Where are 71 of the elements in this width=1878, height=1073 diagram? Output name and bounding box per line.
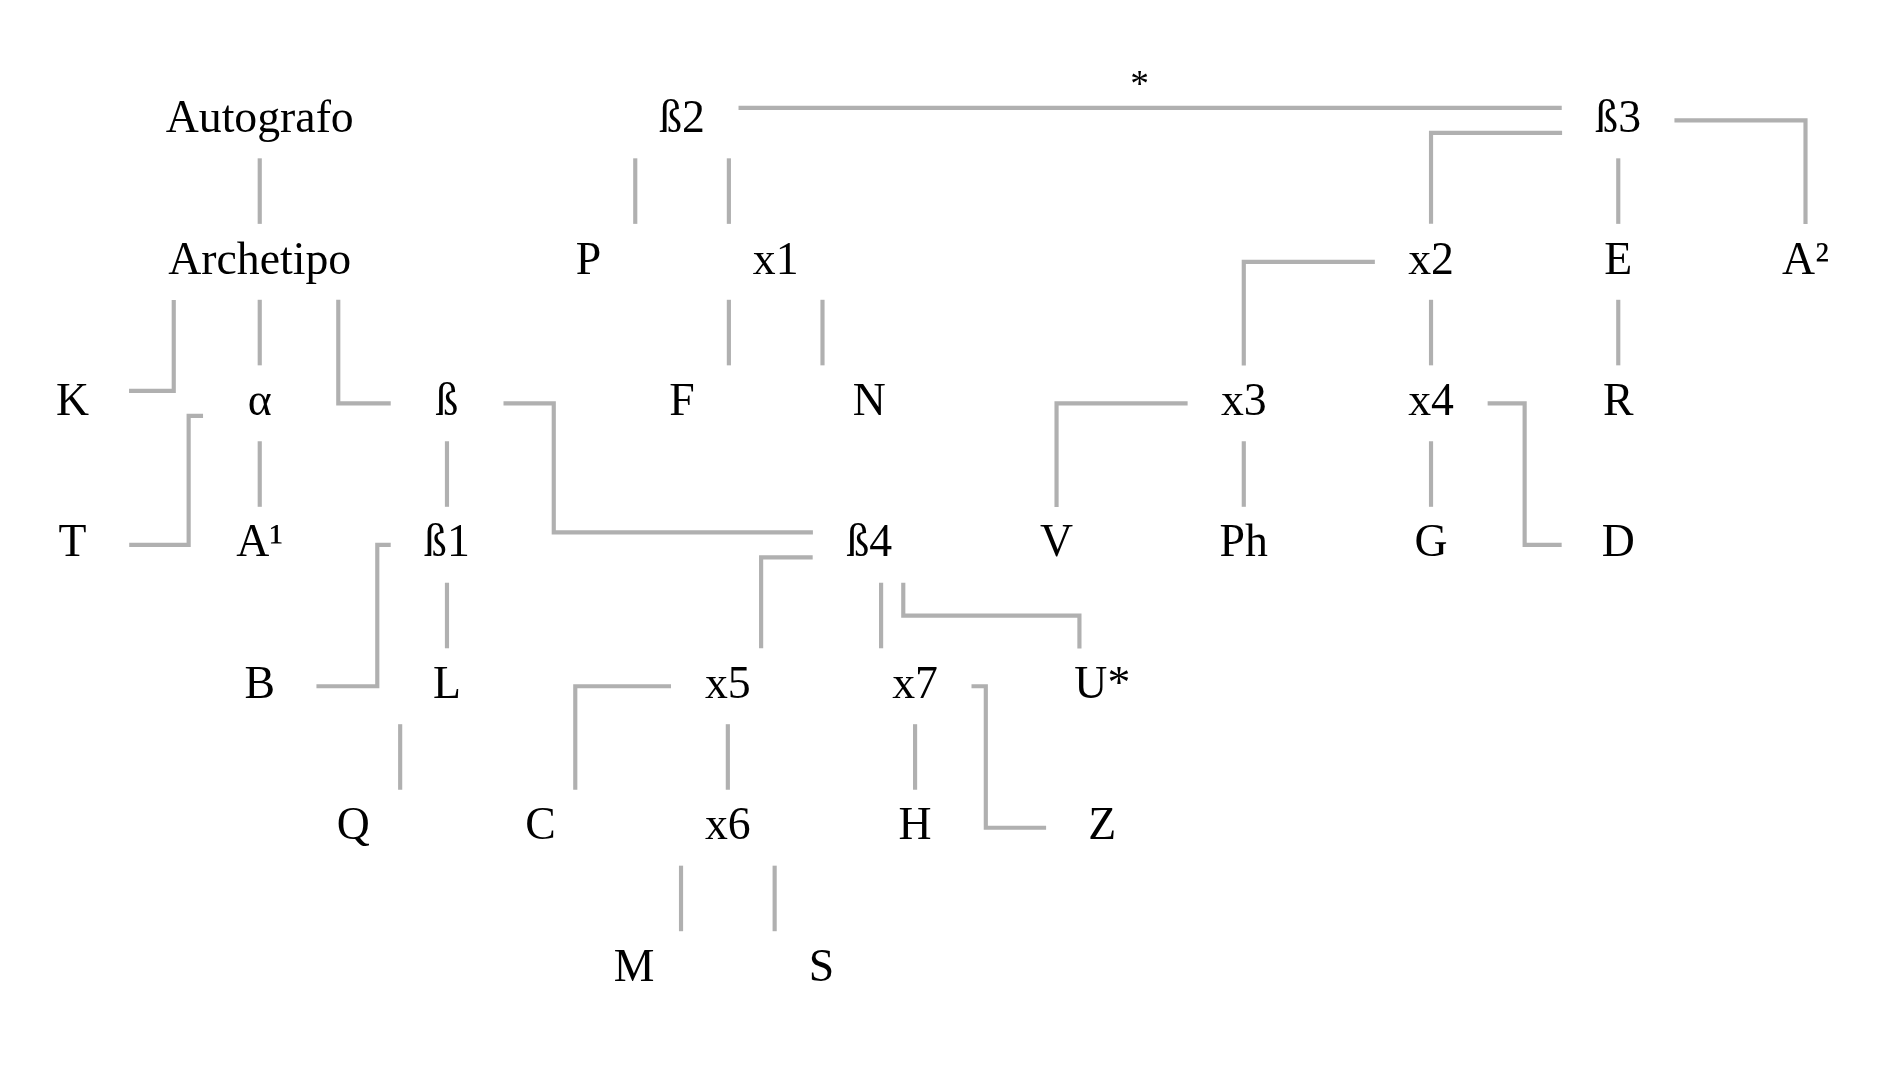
node-text: α <box>247 374 272 425</box>
node-text: C <box>525 798 556 850</box>
connector <box>336 299 391 406</box>
connector <box>759 555 813 649</box>
node-text: H <box>898 798 932 850</box>
node-text: V <box>1040 515 1074 567</box>
node-text: P <box>575 232 602 284</box>
node-text: ß3 <box>1595 91 1642 143</box>
connector <box>398 724 403 790</box>
node-text: x5 <box>704 656 751 708</box>
connector <box>879 582 884 649</box>
node-text: M <box>613 939 655 991</box>
connector <box>633 158 638 224</box>
node-text: ß4 <box>846 515 893 567</box>
node-text: Z <box>1088 798 1117 850</box>
connector <box>1616 158 1621 224</box>
node-text: Ph <box>1219 515 1268 567</box>
node-text: Archetipo <box>168 232 352 284</box>
node-text: R <box>1603 374 1634 425</box>
connector <box>129 413 204 547</box>
node-text: K <box>55 374 90 425</box>
connector <box>257 299 262 366</box>
node-text: ß2 <box>659 91 705 143</box>
node-text: Q <box>336 798 370 850</box>
node-text: ß1 <box>424 515 470 567</box>
connector <box>725 724 730 790</box>
node-text: S <box>808 939 835 991</box>
connector <box>257 441 262 507</box>
node-text: U* <box>1074 656 1131 708</box>
node-text: x7 <box>892 656 938 708</box>
connector <box>573 684 671 790</box>
connector <box>1428 299 1434 366</box>
connector <box>772 865 777 932</box>
edge-label: * <box>1130 63 1150 105</box>
node-text: E <box>1604 232 1633 284</box>
node-text: A¹ <box>236 515 284 567</box>
connector <box>678 865 684 932</box>
connector <box>444 441 450 507</box>
connector <box>726 158 731 224</box>
node-text: A² <box>1782 232 1829 284</box>
connector <box>913 724 918 790</box>
connector <box>738 105 1562 110</box>
connector <box>1487 401 1562 547</box>
connector <box>1428 130 1563 224</box>
node-text: D <box>1601 515 1635 567</box>
node-text: x3 <box>1220 374 1267 425</box>
connector <box>1241 259 1375 366</box>
connector <box>901 582 1082 649</box>
connector <box>820 299 825 366</box>
node-text: x4 <box>1408 374 1454 425</box>
connector <box>726 299 731 366</box>
node-text: x2 <box>1408 232 1454 284</box>
node-text: F <box>669 374 695 425</box>
node-text: G <box>1414 515 1448 567</box>
node-text: x6 <box>704 798 751 850</box>
connector <box>1428 441 1434 507</box>
node-text: T <box>58 515 87 567</box>
node-text: x1 <box>752 232 799 284</box>
connector <box>1241 441 1246 507</box>
connector <box>1054 401 1188 507</box>
connector <box>1674 118 1808 224</box>
connector <box>257 158 262 224</box>
node-text: Autografo <box>165 91 354 143</box>
connector <box>503 401 813 535</box>
node-text: L <box>433 656 461 708</box>
node-text: B <box>244 656 275 708</box>
node-text: N <box>852 374 886 425</box>
connector <box>129 299 176 393</box>
node-text: ß <box>435 374 459 425</box>
connector <box>1616 299 1621 366</box>
connector <box>444 582 450 649</box>
